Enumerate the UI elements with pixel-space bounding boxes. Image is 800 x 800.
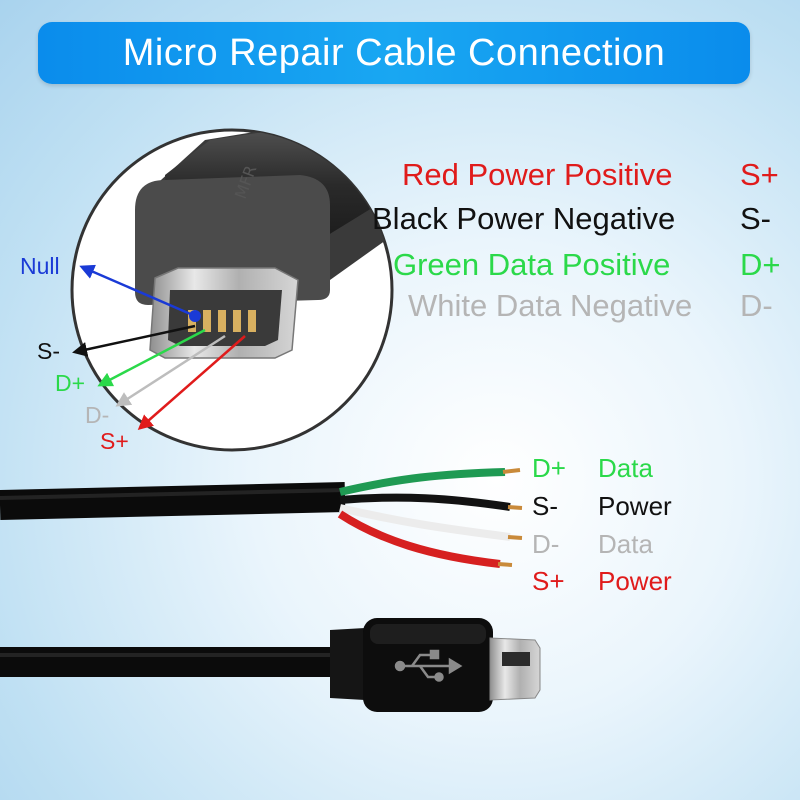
page-title: Micro Repair Cable Connection [122,31,666,74]
pin-label-d-plus: D+ [55,370,86,396]
wire-label-code: S+ [532,566,565,596]
legend-code: S+ [740,157,779,192]
pin-label-s-minus: S- [37,338,60,364]
legend-code: D+ [740,247,781,282]
wire-label-code: S- [532,491,558,521]
legend-row-white: White Data Negative D- [408,288,773,324]
legend-row-green: Green Data Positive D+ [393,247,781,283]
wire-label-role: Power [598,566,672,596]
pin-label-null: Null [20,253,60,279]
null-arrow [79,264,196,318]
white-wire [339,504,511,541]
legend-code: S- [740,201,771,236]
micro-usb-plug [0,618,541,712]
legend-code: D- [740,288,773,323]
pin-label-s-plus: S+ [100,428,129,454]
black-wire [339,493,511,511]
wire-label-role: Data [598,529,653,559]
pin-label-d-minus: D- [85,402,110,428]
stripped-cable [0,468,523,568]
title-banner: Micro Repair Cable Connection [38,22,750,84]
wire-label-role: Data [598,453,653,483]
green-wire [339,468,506,496]
d-plus-arrow [97,328,206,387]
magnified-connector-view: MFR [70,128,394,452]
legend-row-red: Red Power Positive S+ [402,157,779,193]
wire-label-code: D+ [532,453,566,483]
wire-label-role: Power [598,491,672,521]
s-plus-arrow [137,335,246,430]
legend-text: Red Power Positive [402,157,673,192]
legend-row-black: Black Power Negative S- [372,201,771,237]
s-minus-arrow [72,324,196,357]
usb-icon [394,649,463,682]
red-wire [337,510,501,568]
legend-text: Black Power Negative [372,201,676,236]
pin-arrows [72,264,246,430]
legend-text: White Data Negative [408,288,693,323]
wire-label-code: D- [532,529,560,559]
d-minus-arrow [115,334,226,407]
legend-text: Green Data Positive [393,247,671,282]
